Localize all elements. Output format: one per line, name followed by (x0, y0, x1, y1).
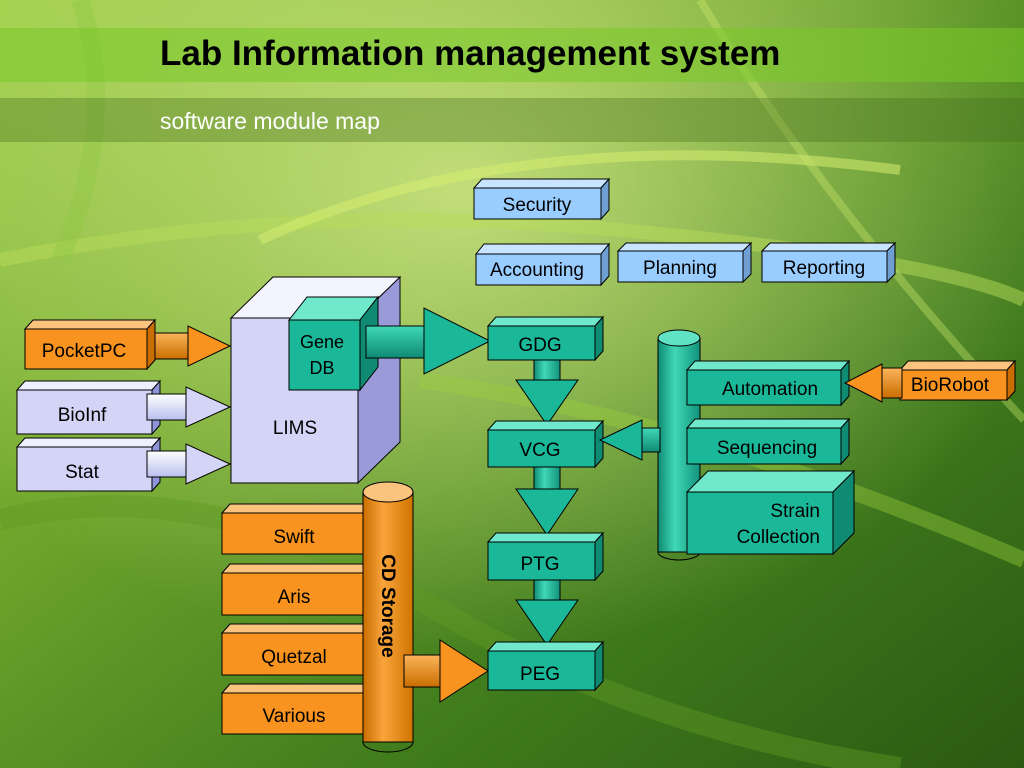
planning-module[interactable]: Planning (616, 241, 753, 284)
aris-label: Aris (278, 587, 311, 608)
security-label: Security (503, 195, 572, 216)
title-band (0, 28, 1024, 82)
strain-collection-label-line2: Collection (737, 527, 820, 548)
gene-db-label-line1: Gene (300, 332, 344, 352)
cd-storage-label: CD Storage (377, 554, 398, 657)
bus-to-vcg-connector (598, 419, 661, 461)
ptg-label: PTG (520, 554, 559, 575)
gdg-label: GDG (518, 335, 561, 356)
vcg-label: VCG (519, 440, 560, 461)
lims-label: LIMS (273, 418, 317, 439)
bioinf-module[interactable]: BioInf (15, 379, 162, 436)
aris-module[interactable]: Aris (220, 563, 377, 616)
quetzal-label: Quetzal (261, 647, 326, 668)
stat-module[interactable]: Stat (15, 436, 162, 493)
various-module[interactable]: Various (220, 683, 377, 735)
planning-label: Planning (643, 258, 717, 279)
page-subtitle: software module map (160, 108, 380, 134)
swift-label: Swift (273, 527, 315, 548)
pocketpc-to-lims-connector (154, 325, 232, 367)
gdg-to-vcg-connector (515, 359, 579, 426)
sequencing-label: Sequencing (717, 438, 817, 459)
various-label: Various (262, 706, 325, 727)
sequencing-module[interactable]: Sequencing (685, 417, 851, 466)
subtitle-band (0, 98, 1024, 142)
pocketpc-module[interactable]: PocketPC (23, 318, 157, 371)
peg-module[interactable]: PEG (486, 640, 605, 692)
reporting-label: Reporting (783, 258, 865, 279)
gene-db-label-line2: DB (309, 358, 334, 378)
strain-collection-module[interactable]: Strain Collection (685, 469, 856, 556)
automation-module[interactable]: Automation (685, 359, 851, 407)
security-module[interactable]: Security (472, 177, 611, 221)
peg-label: PEG (520, 664, 560, 685)
stat-label: Stat (65, 462, 100, 483)
gene-db-module[interactable]: Gene DB (287, 295, 380, 392)
biorobot-to-automation-connector (843, 363, 903, 403)
vcg-module[interactable]: VCG (486, 419, 605, 469)
automation-label: Automation (722, 379, 818, 400)
bioinf-to-lims-connector (146, 386, 232, 428)
gdg-module[interactable]: GDG (486, 315, 605, 362)
stat-to-lims-connector (146, 443, 232, 485)
cd-storage-to-peg-connector (403, 639, 489, 703)
accounting-label: Accounting (490, 260, 584, 281)
ptg-module[interactable]: PTG (486, 531, 605, 582)
genedb-to-gdg-connector (365, 307, 492, 375)
quetzal-module[interactable]: Quetzal (220, 623, 377, 676)
pocketpc-label: PocketPC (42, 341, 126, 362)
page-title: Lab Information management system (160, 34, 781, 73)
bioinf-label: BioInf (58, 405, 107, 426)
accounting-module[interactable]: Accounting (474, 242, 611, 287)
vcg-to-ptg-connector (515, 466, 579, 536)
biorobot-label: BioRobot (911, 375, 990, 396)
reporting-module[interactable]: Reporting (760, 241, 897, 284)
biorobot-module[interactable]: BioRobot (898, 359, 1017, 402)
swift-module[interactable]: Swift (220, 503, 377, 555)
ptg-to-peg-connector (515, 579, 579, 646)
cd-storage-cylinder[interactable]: CD Storage (362, 481, 414, 753)
strain-collection-label-line1: Strain (770, 501, 820, 522)
